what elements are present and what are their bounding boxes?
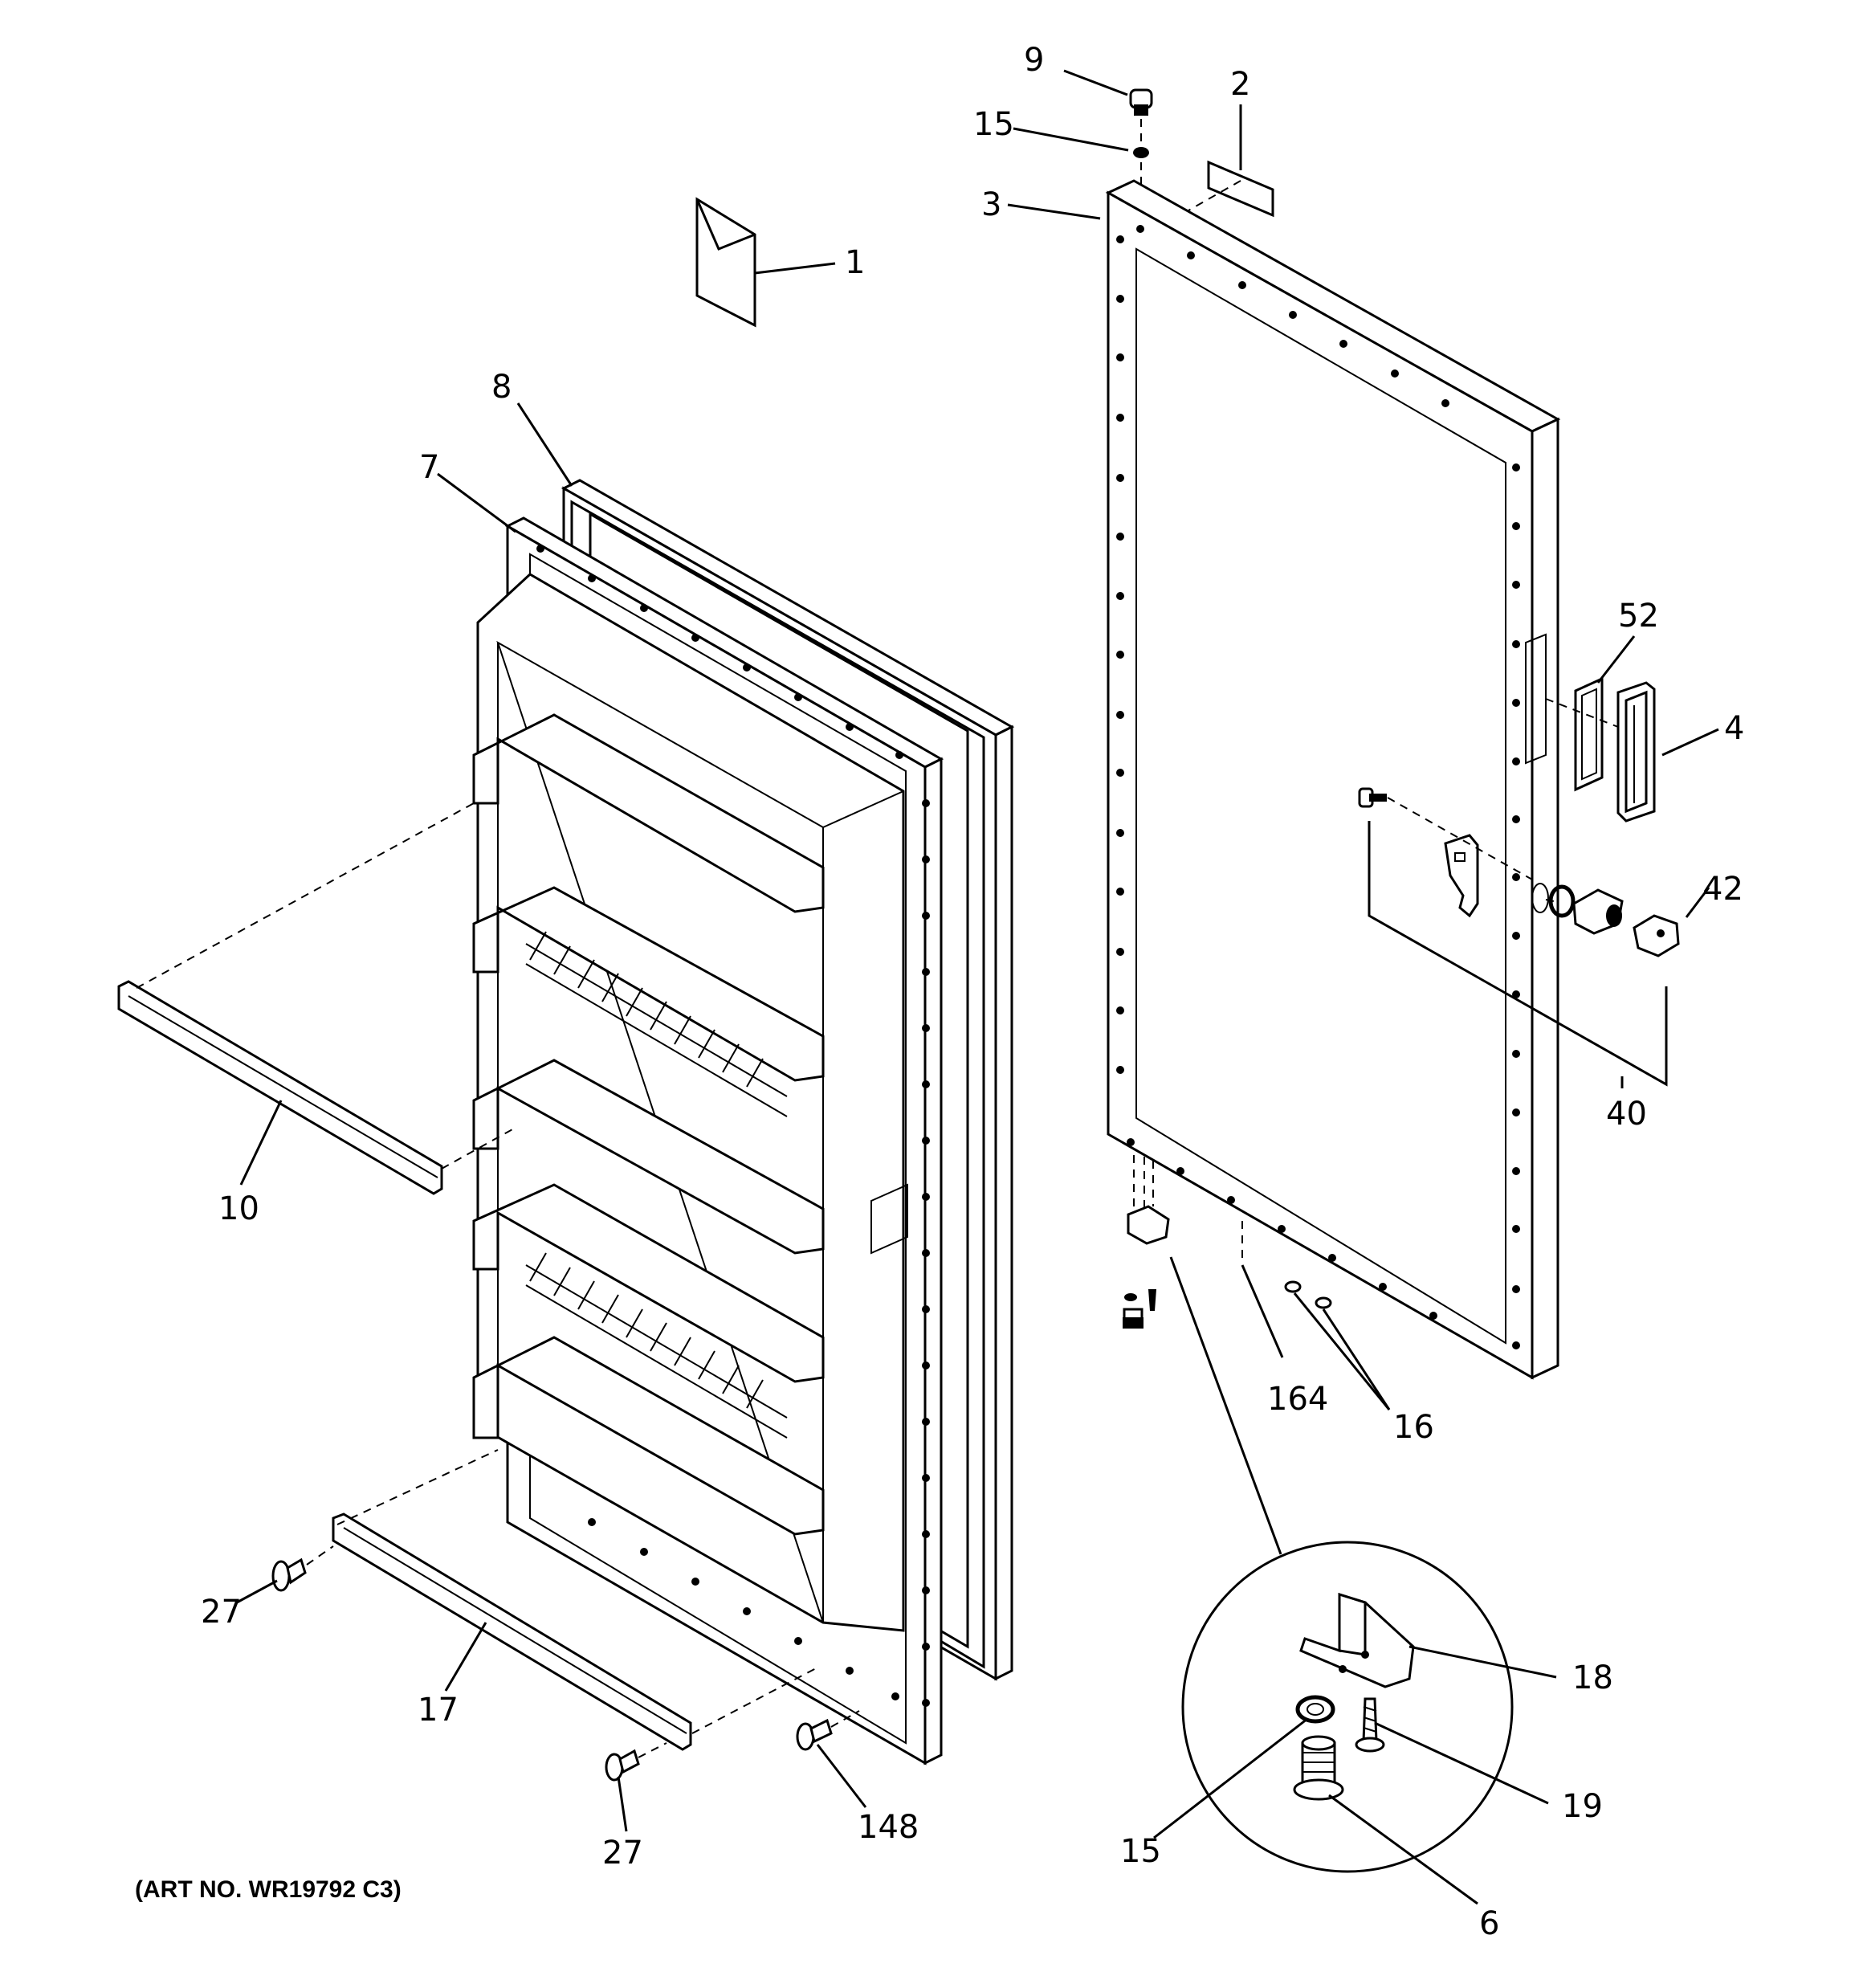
callout-148: 148 [858,1809,919,1846]
shelf-grille-lower [525,1252,788,1439]
leader-detail [1169,1256,1282,1555]
part-1-envelope [695,197,756,328]
leader-7 [437,472,516,533]
part-9-hinge-pin [1129,88,1153,116]
leader-17 [444,1622,487,1692]
leader-52 [1596,635,1636,684]
callout-18: 18 [1572,1659,1613,1696]
callout-3: 3 [981,186,1001,223]
callout-1: 1 [845,244,865,281]
callout-27-left: 27 [201,1594,242,1631]
part-4-handle [1616,681,1656,823]
leader-164 [1241,1264,1284,1358]
leader-19 [1374,1721,1549,1805]
part-18-hinge-bracket [1299,1592,1415,1688]
shelf-grille-upper [525,931,788,1117]
part-17-shelf-bar [332,1512,692,1751]
door-shelves [472,713,825,1536]
leader-27b [617,1776,628,1832]
callout-52: 52 [1618,598,1659,635]
callout-6: 6 [1479,1905,1499,1942]
part-2-label [1207,160,1274,218]
part-3-outer-door [1105,179,1561,1380]
callout-17: 17 [418,1692,459,1729]
leader-4 [1661,728,1719,757]
art-number: (ART NO. WR19792 C3) [135,1876,402,1903]
part-27-rivet-bottom [605,1749,640,1782]
leader-42 [1685,887,1710,918]
leader-8 [516,402,573,487]
callout-42: 42 [1702,871,1743,908]
leader-6 [1328,1794,1478,1905]
leader-18 [1408,1645,1557,1679]
leader-15-top [1013,127,1129,152]
part-148-rivet [796,1718,833,1751]
leader-9 [1063,69,1128,96]
part-10-shelf-bar [117,980,443,1195]
callout-4: 4 [1724,710,1744,747]
leader-1 [754,262,836,275]
liner-rim-holes [536,545,930,1707]
leader-27a [236,1579,278,1604]
detail-circle [1181,1541,1514,1873]
part-15-washer [1295,1695,1335,1724]
leader-148 [816,1744,867,1808]
callout-16: 16 [1393,1409,1434,1446]
leader-3 [1007,203,1101,220]
part-19-screw [1355,1697,1385,1753]
leader-16b [1322,1308,1391,1410]
part-52-handle-gasket [1574,676,1604,792]
leader-40-bracket [1368,821,1668,1087]
callout-7: 7 [419,449,439,486]
callout-15-top: 15 [973,106,1014,143]
callout-19: 19 [1562,1788,1603,1825]
hinge-parts-small [1123,1205,1170,1329]
leader-15-detail [1153,1717,1308,1839]
callout-8: 8 [491,369,512,406]
callout-10: 10 [218,1190,259,1227]
part-27-rivet-left [271,1557,307,1592]
leader-16a [1293,1292,1391,1410]
callout-40: 40 [1606,1096,1647,1133]
callout-9: 9 [1024,42,1044,79]
callout-2: 2 [1230,66,1250,103]
part-7-door-liner [472,516,944,1766]
door-rim-holes [1116,225,1520,1349]
callout-15-detail: 15 [1120,1833,1161,1870]
leader-10 [239,1100,283,1186]
part-16-caps [1284,1280,1332,1309]
callout-27-bottom: 27 [602,1835,643,1872]
callout-164: 164 [1267,1381,1328,1418]
part-40-lock-kit [1358,787,1680,957]
part-6-threaded-pin [1293,1735,1344,1801]
